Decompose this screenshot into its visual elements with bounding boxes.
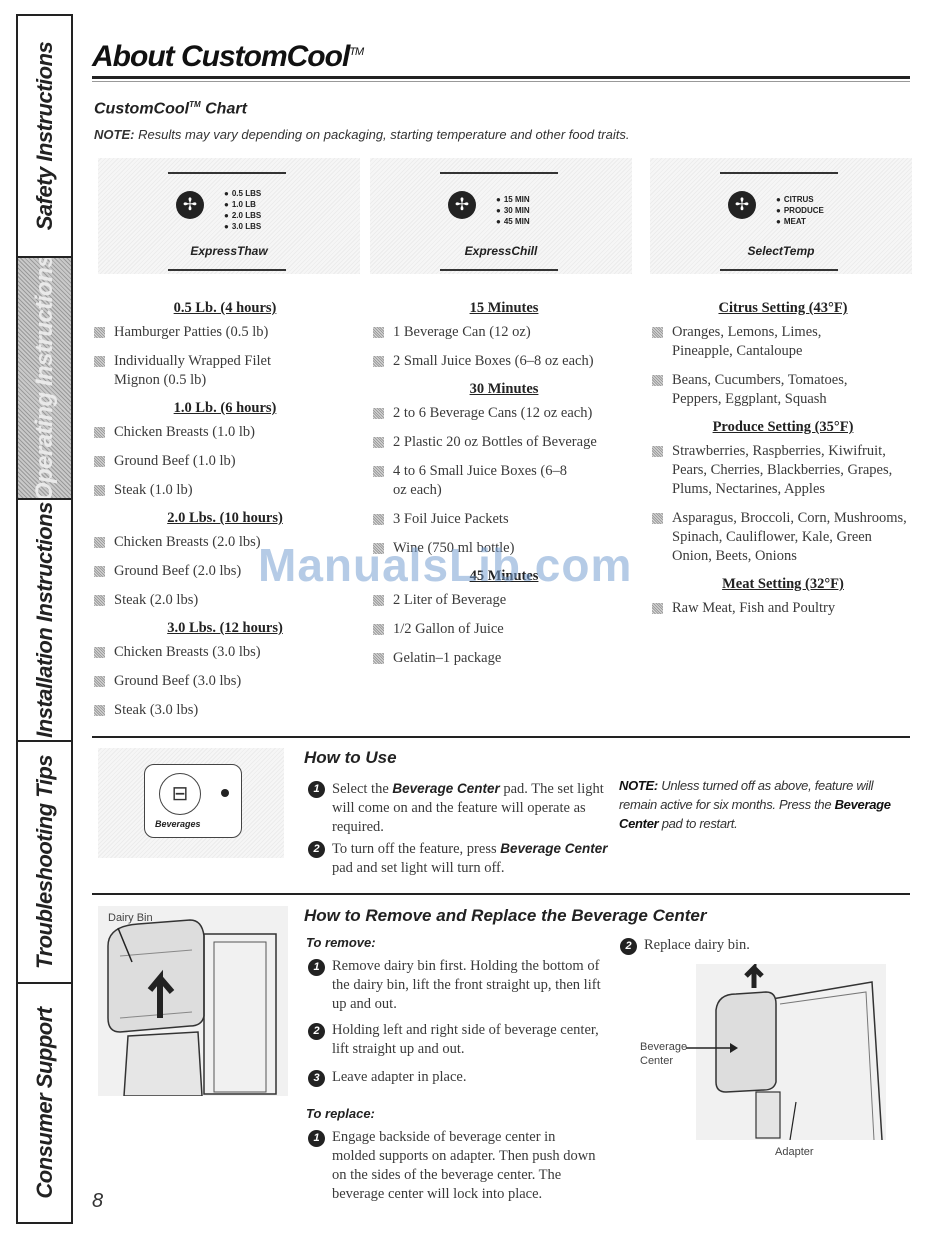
selecttemp-panel: ✢ CITRUSPRODUCEMEAT SelectTemp <box>650 158 912 274</box>
thaw-options: 0.5 LBS1.0 LB2.0 LBS3.0 LBS <box>224 188 261 232</box>
tab-consumer-support[interactable]: Consumer Support <box>31 1007 57 1199</box>
bottle-icon: ⊟ <box>159 773 201 815</box>
page-title: About CustomCoolTM <box>92 40 364 73</box>
list-item: Chicken Breasts (3.0 lbs) <box>94 643 356 662</box>
beverage-panel-illustration: ⊟ Beverages <box>98 748 284 858</box>
temp-options: CITRUSPRODUCEMEAT <box>776 194 824 227</box>
watermark: ManualsLib.com <box>258 539 633 591</box>
how-to-use-heading: How to Use <box>304 748 397 767</box>
thaw-heading: 2.0 Lbs. (10 hours) <box>167 510 283 526</box>
list-item: 4 to 6 Small Juice Boxes (6–8 oz each) <box>373 462 573 500</box>
tab-installation-instructions[interactable]: Installation Instructions <box>18 500 71 742</box>
list-item: 2 Plastic 20 oz Bottles of Beverage <box>373 433 635 452</box>
list-item: Individually Wrapped Filet Mignon (0.5 l… <box>94 352 274 390</box>
expressthaw-panel: ✢ 0.5 LBS1.0 LB2.0 LBS3.0 LBS ExpressTha… <box>98 158 360 274</box>
chart-title: CustomCoolTM Chart <box>94 100 247 118</box>
thaw-heading: 1.0 Lb. (6 hours) <box>173 400 277 416</box>
page-number: 8 <box>92 1190 104 1212</box>
list-item: Asparagus, Broccoli, Corn, Mushrooms, Sp… <box>652 509 914 566</box>
list-item: Steak (3.0 lbs) <box>94 701 356 720</box>
list-item: Ground Beef (2.0 lbs) <box>94 562 356 581</box>
list-item: Steak (2.0 lbs) <box>94 591 356 610</box>
thaw-heading: 3.0 Lbs. (12 hours) <box>167 620 283 636</box>
expresschill-panel: ✢ 15 MIN30 MIN45 MIN ExpressChill <box>370 158 632 274</box>
fan-icon: ✢ <box>448 191 476 219</box>
list-item: Chicken Breasts (2.0 lbs) <box>94 533 356 552</box>
step-number-1: 1 <box>308 781 325 798</box>
temp-heading: Citrus Setting (43°F) <box>718 300 848 316</box>
section-tabs: Safety Instructions Operating Instructio… <box>16 14 73 1224</box>
section-rule <box>92 736 910 738</box>
title-rule-thin <box>92 81 910 82</box>
list-item: Chicken Breasts (1.0 lb) <box>94 423 356 442</box>
list-item: Hamburger Patties (0.5 lb) <box>94 323 356 342</box>
expressthaw-button[interactable]: ExpressThaw <box>190 244 268 258</box>
list-item: Beans, Cucumbers, Tomatoes, Peppers, Egg… <box>652 371 882 409</box>
to-remove-heading: To remove: <box>306 935 376 950</box>
remove-replace-heading: How to Remove and Replace the Beverage C… <box>304 906 707 925</box>
section-rule <box>92 893 910 895</box>
list-item: Raw Meat, Fish and Poultry <box>652 599 914 618</box>
list-item: 3 Foil Juice Packets <box>373 510 635 529</box>
list-item: Gelatin–1 package <box>373 649 635 668</box>
adapter-label: Adapter <box>775 1146 814 1158</box>
dairy-bin-label: Dairy Bin <box>108 912 153 924</box>
list-item: 2 Small Juice Boxes (6–8 oz each) <box>373 352 635 371</box>
chill-heading: 45 Minutes <box>469 568 539 584</box>
thaw-heading: 0.5 Lb. (4 hours) <box>173 300 277 316</box>
temp-column: Citrus Setting (43°F) Oranges, Lemons, L… <box>652 300 914 628</box>
selecttemp-button[interactable]: SelectTemp <box>747 244 815 258</box>
dairy-bin-illustration <box>98 906 288 1096</box>
thaw-column: 0.5 Lb. (4 hours) Hamburger Patties (0.5… <box>94 300 356 730</box>
tab-operating-instructions[interactable]: Operating Instructions <box>18 258 71 500</box>
indicator-light <box>221 789 229 797</box>
tab-safety-instructions[interactable]: Safety Instructions <box>18 16 71 258</box>
title-rule <box>92 76 910 79</box>
chill-options: 15 MIN30 MIN45 MIN <box>496 194 530 227</box>
chill-heading: 15 Minutes <box>469 300 539 316</box>
use-note: NOTE: Unless turned off as above, featur… <box>619 778 891 831</box>
chill-column: 15 Minutes 1 Beverage Can (12 oz) 2 Smal… <box>373 300 635 678</box>
list-item: 1 Beverage Can (12 oz) <box>373 323 635 342</box>
step-number-2: 2 <box>308 841 325 858</box>
beverage-center-pad[interactable]: ⊟ Beverages <box>144 764 242 838</box>
chill-heading: 30 Minutes <box>469 381 539 397</box>
list-item: Ground Beef (3.0 lbs) <box>94 672 356 691</box>
list-item: Wine (750 ml bottle) <box>373 539 635 558</box>
list-item: Steak (1.0 lb) <box>94 481 356 500</box>
arrow-icon <box>686 1043 738 1053</box>
list-item: 2 Liter of Beverage <box>373 591 635 610</box>
to-replace-heading: To replace: <box>306 1106 375 1121</box>
list-item: 1/2 Gallon of Juice <box>373 620 635 639</box>
list-item: Ground Beef (1.0 lb) <box>94 452 356 471</box>
fan-icon: ✢ <box>728 191 756 219</box>
temp-heading: Produce Setting (35°F) <box>712 419 854 435</box>
fan-icon: ✢ <box>176 191 204 219</box>
expresschill-button[interactable]: ExpressChill <box>464 244 538 258</box>
list-item: Oranges, Lemons, Limes, Pineapple, Canta… <box>652 323 872 361</box>
tab-troubleshooting-tips[interactable]: Troubleshooting Tips <box>18 742 71 984</box>
beverage-center-illustration <box>696 964 886 1140</box>
list-item: Strawberries, Raspberries, Kiwifruit, Pe… <box>652 442 914 499</box>
use-step-1: 1 Select the Beverage Center pad. The se… <box>308 779 616 837</box>
temp-heading: Meat Setting (32°F) <box>722 576 844 592</box>
chart-note: NOTE: Results may vary depending on pack… <box>94 127 630 142</box>
list-item: 2 to 6 Beverage Cans (12 oz each) <box>373 404 635 423</box>
use-step-2: 2 To turn off the feature, press Beverag… <box>308 839 616 878</box>
